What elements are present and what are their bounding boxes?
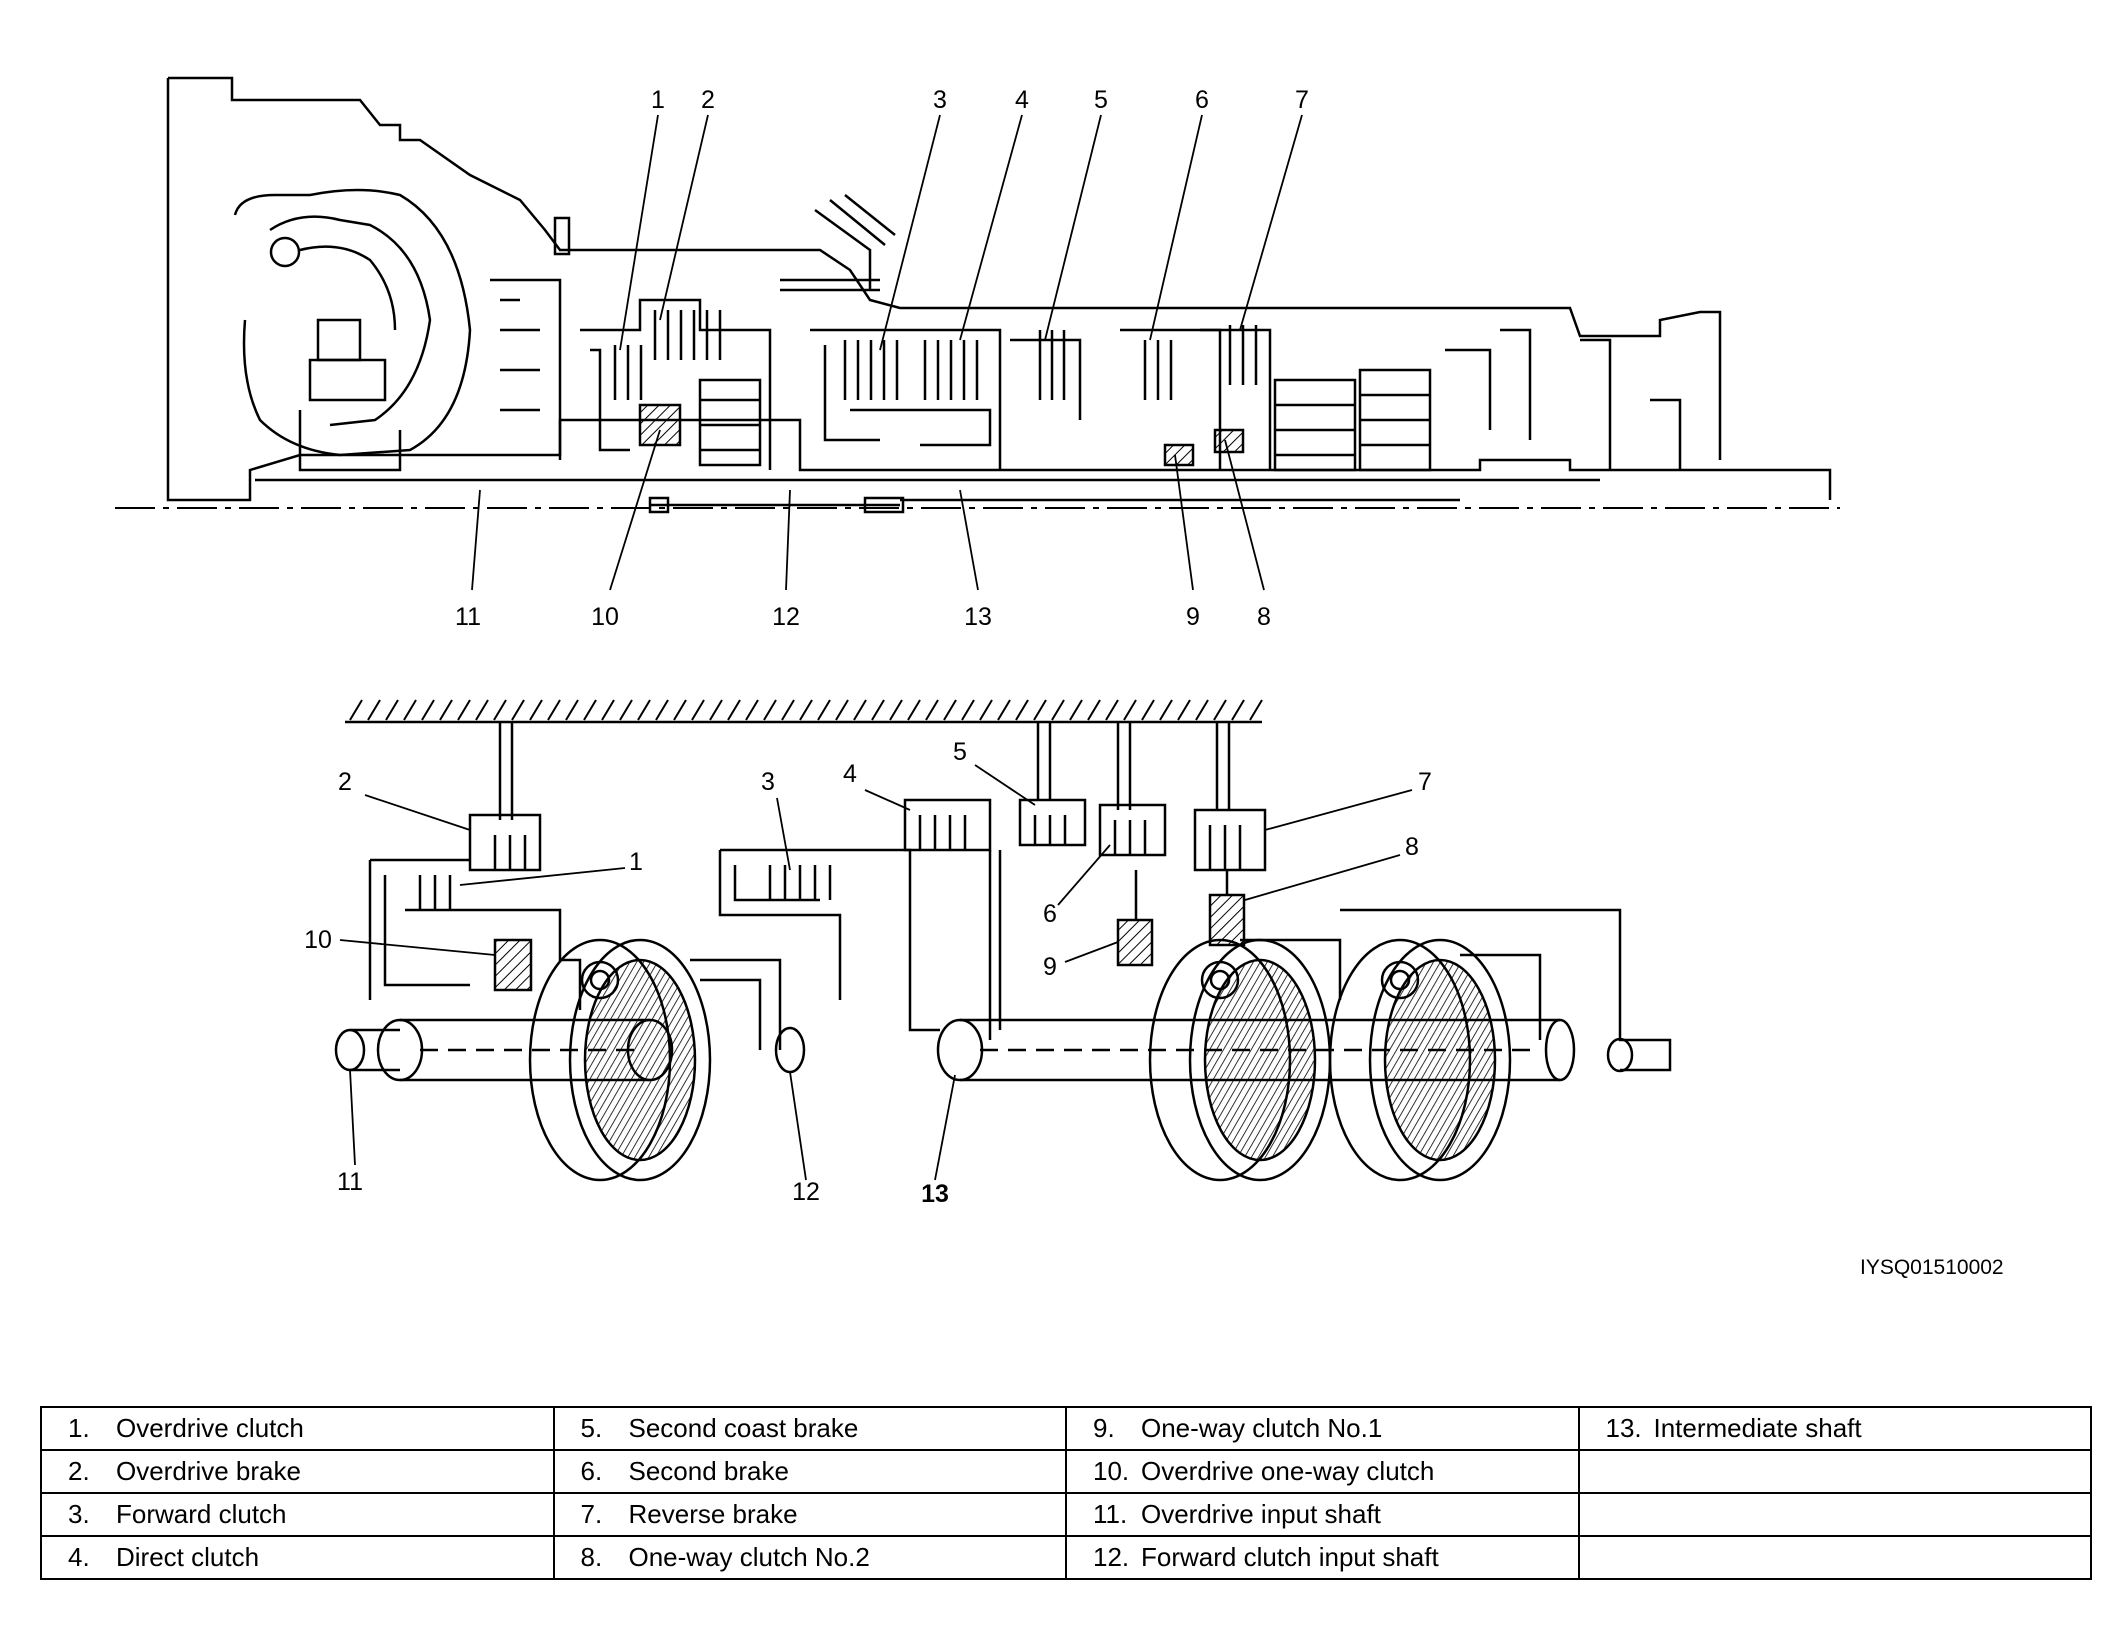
legend-cell: 6.Second brake <box>552 1449 1067 1494</box>
table-row: 3.Forward clutch 7.Reverse brake 11.Over… <box>40 1492 2092 1537</box>
parts-legend-table: 1.Overdrive clutch 5.Second coast brake … <box>40 1406 2092 1580</box>
callout-6: 6 <box>1195 86 1209 114</box>
legend-cell: 1.Overdrive clutch <box>40 1406 555 1451</box>
schematic-callouts: 2 3 4 5 7 1 8 10 6 9 11 12 13 <box>304 738 1432 1208</box>
table-row: 2.Overdrive brake 6.Second brake 10.Over… <box>40 1449 2092 1494</box>
legend-cell: 10.Overdrive one-way clutch <box>1065 1449 1580 1494</box>
cross-section-leaders <box>471 114 1303 591</box>
callout-3: 3 <box>933 86 947 114</box>
schematic-callout-10: 10 <box>304 926 332 954</box>
legend-cell: 8.One-way clutch No.2 <box>552 1535 1067 1580</box>
callout-7: 7 <box>1295 86 1309 114</box>
table-row: 1.Overdrive clutch 5.Second coast brake … <box>40 1406 2092 1451</box>
schematic-callout-2: 2 <box>338 768 352 796</box>
schematic-callout-1: 1 <box>629 848 643 876</box>
legend-cell: 13.Intermediate shaft <box>1577 1406 2092 1451</box>
legend-cell: 12.Forward clutch input shaft <box>1065 1535 1580 1580</box>
schematic-callout-8: 8 <box>1405 833 1419 861</box>
callout-8: 8 <box>1257 603 1271 631</box>
schematic-callout-12: 12 <box>792 1178 820 1206</box>
schematic-callout-4: 4 <box>843 760 857 788</box>
schematic-callout-11: 11 <box>337 1168 363 1196</box>
document-code: IYSQ01510002 <box>1860 1256 2004 1279</box>
callout-13: 13 <box>964 603 992 631</box>
cross-section-callouts: 1 2 3 4 5 6 7 11 10 12 13 9 8 <box>455 86 1309 631</box>
legend-cell: 3.Forward clutch <box>40 1492 555 1537</box>
legend-cell: 5.Second coast brake <box>552 1406 1067 1451</box>
callout-4: 4 <box>1015 86 1029 114</box>
legend-cell: 9.One-way clutch No.1 <box>1065 1406 1580 1451</box>
schematic-callout-7: 7 <box>1418 768 1432 796</box>
transmission-cross-section <box>115 76 1840 514</box>
legend-cell: 4.Direct clutch <box>40 1535 555 1580</box>
schematic-callout-3: 3 <box>761 768 775 796</box>
schematic-callout-6: 6 <box>1043 900 1057 928</box>
callout-12: 12 <box>772 603 800 631</box>
legend-cell: 11.Overdrive input shaft <box>1065 1492 1580 1537</box>
legend-cell <box>1577 1492 2092 1537</box>
powerflow-schematic <box>334 699 1672 1182</box>
schematic-leaders <box>339 764 1413 1181</box>
callout-2: 2 <box>701 86 715 114</box>
legend-cell <box>1577 1535 2092 1580</box>
schematic-callout-9: 9 <box>1043 953 1057 981</box>
callout-5: 5 <box>1094 86 1108 114</box>
callout-1: 1 <box>651 86 665 114</box>
legend-cell: 2.Overdrive brake <box>40 1449 555 1494</box>
legend-cell <box>1577 1449 2092 1494</box>
schematic-callout-13: 13 <box>921 1180 949 1208</box>
schematic-callout-5: 5 <box>953 738 967 766</box>
callout-11: 11 <box>455 603 481 631</box>
table-row: 4.Direct clutch 8.One-way clutch No.2 12… <box>40 1535 2092 1580</box>
transmission-diagram: 1 2 3 4 5 6 7 11 10 12 13 9 8 <box>115 76 1840 1208</box>
callout-9: 9 <box>1186 603 1200 631</box>
legend-cell: 7.Reverse brake <box>552 1492 1067 1537</box>
callout-10: 10 <box>591 603 619 631</box>
